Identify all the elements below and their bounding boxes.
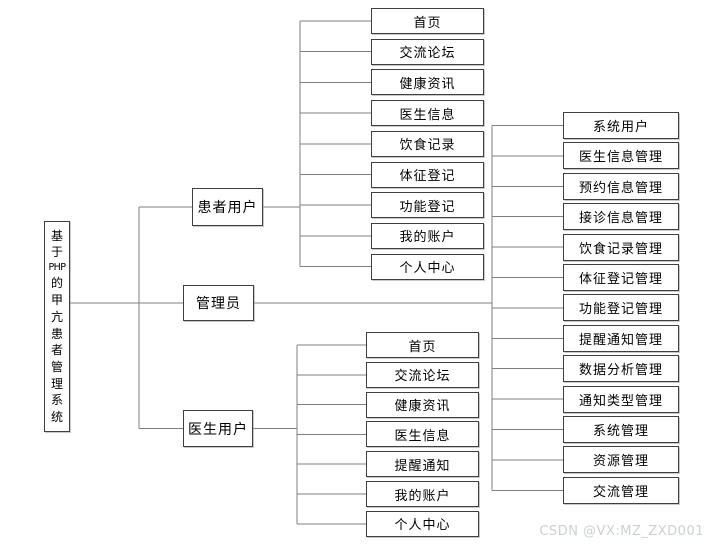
- watermark-text: CSDN @VX:MZ_ZXD001: [539, 524, 704, 539]
- branch-node-doctor-user: 医生用户: [183, 410, 253, 447]
- root-title-char: PHP: [48, 262, 66, 274]
- leaf-node-patient-user-0: 首页: [371, 8, 484, 34]
- leaf-node-administrator-5: 体征登记管理: [563, 264, 679, 291]
- leaf-node-administrator-10: 系统管理: [563, 416, 679, 443]
- root-title-char: 理: [50, 376, 63, 391]
- root-title-char: 系: [50, 393, 63, 408]
- leaf-node-administrator-3: 接诊信息管理: [563, 203, 679, 231]
- branch-node-administrator: 管理员: [183, 285, 254, 321]
- leaf-node-administrator-1: 医生信息管理: [563, 142, 679, 170]
- leaf-node-administrator-12: 交流管理: [563, 476, 679, 504]
- leaf-node-patient-user-7: 我的账户: [371, 222, 484, 249]
- leaf-node-administrator-7: 提醒通知管理: [563, 324, 679, 352]
- root-title-char: 患: [50, 326, 63, 341]
- leaf-node-doctor-user-4: 提醒通知: [366, 451, 479, 478]
- branch-node-patient-user: 患者用户: [192, 188, 263, 226]
- root-title-char: 亢: [50, 309, 63, 324]
- leaf-node-patient-user-4: 饮食记录: [371, 130, 484, 157]
- leaf-node-doctor-user-1: 交流论坛: [366, 361, 479, 388]
- leaf-node-administrator-4: 饮食记录管理: [563, 233, 679, 261]
- leaf-node-administrator-11: 资源管理: [563, 446, 679, 474]
- root-title-char: 管: [50, 359, 63, 374]
- root-node-system-title: 基于 PHP 的甲亢患者管理系统: [44, 221, 70, 432]
- root-title-char: 统: [50, 410, 63, 425]
- leaf-node-patient-user-5: 体征登记: [371, 161, 484, 188]
- leaf-node-patient-user-6: 功能登记: [371, 192, 484, 219]
- leaf-node-doctor-user-0: 首页: [366, 332, 479, 358]
- leaf-node-patient-user-3: 医生信息: [371, 100, 484, 127]
- leaf-node-administrator-9: 通知类型管理: [563, 385, 679, 413]
- leaf-node-administrator-0: 系统用户: [563, 112, 679, 139]
- root-title-char: 甲: [50, 293, 63, 308]
- root-title-char: 的: [50, 276, 63, 291]
- root-title-char: 基: [50, 228, 63, 243]
- root-title-char: 者: [50, 343, 63, 358]
- leaf-node-patient-user-1: 交流论坛: [371, 38, 484, 65]
- leaf-node-doctor-user-6: 个人中心: [366, 510, 479, 537]
- leaf-node-administrator-8: 数据分析管理: [563, 355, 679, 383]
- root-title-char: 于: [50, 245, 63, 260]
- leaf-node-doctor-user-5: 我的账户: [366, 481, 479, 507]
- leaf-node-patient-user-2: 健康资讯: [371, 69, 484, 96]
- leaf-node-patient-user-8: 个人中心: [371, 253, 484, 280]
- leaf-node-doctor-user-2: 健康资讯: [366, 391, 479, 418]
- leaf-node-administrator-6: 功能登记管理: [563, 294, 679, 322]
- leaf-node-doctor-user-3: 医生信息: [366, 421, 479, 448]
- leaf-node-administrator-2: 预约信息管理: [563, 172, 679, 200]
